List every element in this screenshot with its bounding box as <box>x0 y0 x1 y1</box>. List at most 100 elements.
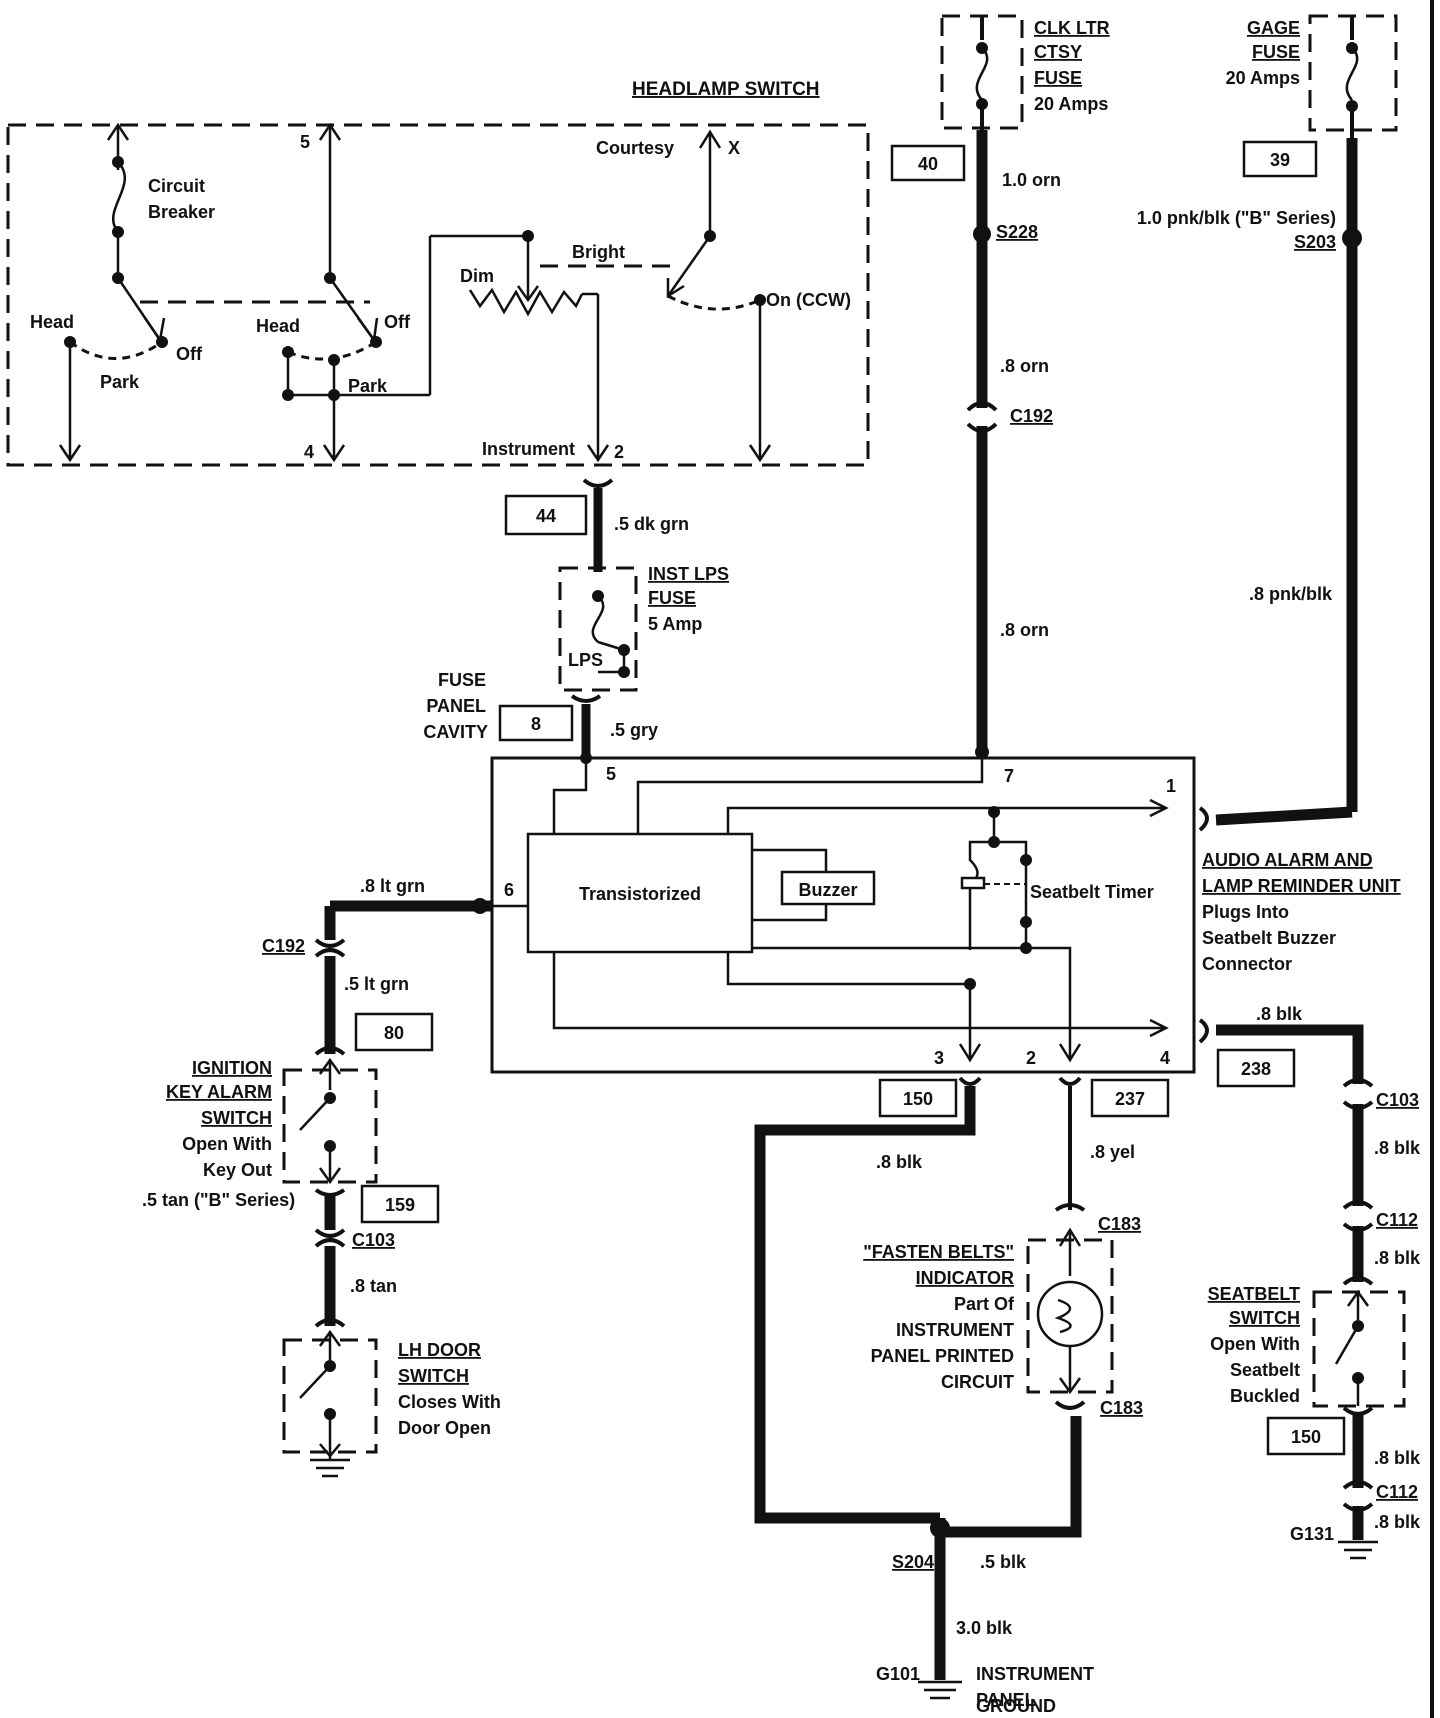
fuse-panel-cavity: FUSE PANEL CAVITY 8 <box>423 670 574 742</box>
gage-fuse-line-1: GAGE <box>1247 18 1300 38</box>
door-title-2: SWITCH <box>398 1366 469 1386</box>
door-title-1: LH DOOR <box>398 1340 481 1360</box>
buzzer-label: Buzzer <box>798 880 857 900</box>
blk-8-r3-label: .8 blk <box>1374 1248 1421 1268</box>
blk-3-label: 3.0 blk <box>956 1618 1013 1638</box>
lt-grn-8-label: .8 lt grn <box>360 876 425 896</box>
g131-label: G131 <box>1290 1524 1334 1544</box>
dim-label: Dim <box>460 266 494 286</box>
cavity-8-box <box>498 704 574 742</box>
circuit-150a-box <box>878 1078 958 1118</box>
fasten-belts-desc-1: Part Of <box>954 1294 1015 1314</box>
park-mid-label: Park <box>348 376 388 396</box>
seatbelt-switch-desc-1: Open With <box>1210 1334 1300 1354</box>
buzzer-block <box>780 870 876 906</box>
circuit-150b-label: 150 <box>1291 1427 1321 1447</box>
circuit-80-label: 80 <box>384 1023 404 1043</box>
circuit-159-box <box>360 1184 440 1224</box>
circuit-237-box <box>1090 1078 1170 1118</box>
unit-pin-6: 6 <box>504 880 514 900</box>
gry-label: .5 gry <box>610 720 658 740</box>
clk-ltr-ctsy-fuse: CLK LTR CTSY FUSE 20 Amps 40 <box>890 14 1110 182</box>
courtesy-label: Courtesy <box>596 138 674 158</box>
ground-line-1: INSTRUMENT <box>976 1664 1094 1684</box>
clk-fuse-line-1: CLK LTR <box>1034 18 1110 38</box>
fuse-panel-line-3: CAVITY <box>423 722 488 742</box>
unit-desc-3: Connector <box>1202 954 1292 974</box>
c192-left-label: C192 <box>262 936 305 956</box>
unit-pin-4: 4 <box>1160 1048 1170 1068</box>
unit-pin-3: 3 <box>934 1048 944 1068</box>
blk-8-r5-label: .8 blk <box>1374 1512 1421 1532</box>
seatbelt-switch-desc-2: Seatbelt <box>1230 1360 1300 1380</box>
headlamp-switch-box <box>6 123 870 467</box>
inst-fuse-line-1: INST LPS <box>648 564 729 584</box>
pnk-blk-8-label: .8 pnk/blk <box>1249 584 1333 604</box>
orn-8a-label: .8 orn <box>1000 356 1049 376</box>
bottom-circuit: 150 .8 blk 237 .8 yel C183 "FASTEN BELTS… <box>754 1076 1170 1710</box>
s204-label: S204 <box>892 1552 934 1572</box>
door-desc-1: Closes With <box>398 1392 501 1412</box>
orn-8b-label: .8 orn <box>1000 620 1049 640</box>
circuit-40-box <box>890 144 966 182</box>
orange-wire: 1.0 orn S228 .8 orn C192 .8 orn <box>966 130 1061 759</box>
indicator-lamp-icon <box>1036 1280 1104 1348</box>
on-ccw-label: On (CCW) <box>766 290 851 310</box>
blk-8-r2-label: .8 blk <box>1374 1138 1421 1158</box>
unit-pin-5: 5 <box>606 764 616 784</box>
inst-lps-fuse: 44 .5 dk grn LPS INST LPS FUSE 5 Amp .5 … <box>504 478 729 764</box>
pnk-blk-1-label: 1.0 pnk/blk ("B" Series) <box>1137 208 1336 228</box>
seatbelt-switch-desc-3: Buckled <box>1230 1386 1300 1406</box>
yel-8-label: .8 yel <box>1090 1142 1135 1162</box>
unit-pin-1: 1 <box>1166 776 1176 796</box>
gage-fuse: GAGE FUSE 20 Amps 39 <box>1226 14 1398 178</box>
unit-title-1: AUDIO ALARM AND <box>1202 850 1373 870</box>
ignition-desc-1: Open With <box>182 1134 272 1154</box>
lps-label: LPS <box>568 650 603 670</box>
circuit-237-label: 237 <box>1115 1089 1145 1109</box>
transistorized-label: Transistorized <box>579 884 701 904</box>
inst-fuse-rating: 5 Amp <box>648 614 702 634</box>
right-circuit: .8 blk 238 C103 .8 blk C112 .8 blk SEATB… <box>1198 1004 1421 1560</box>
c112-top-label: C112 <box>1376 1210 1418 1230</box>
head-left-label: Head <box>30 312 74 332</box>
tan-5-label: .5 tan ("B" Series) <box>142 1190 295 1210</box>
instrument-label: Instrument <box>482 439 575 459</box>
seatbelt-switch-title-1: SEATBELT <box>1208 1284 1300 1304</box>
headlamp-switch: HEADLAMP SWITCH Circuit Breaker Head Par… <box>6 79 870 467</box>
fuse-panel-line-1: FUSE <box>438 670 486 690</box>
circuit-80-box <box>354 1012 434 1052</box>
off-left-label: Off <box>176 344 203 364</box>
pin-2-label: 2 <box>614 442 624 462</box>
clk-fuse-rating: 20 Amps <box>1034 94 1108 114</box>
fasten-belts-desc-4: CIRCUIT <box>941 1372 1014 1392</box>
s203-label: S203 <box>1294 232 1336 252</box>
unit-title-2: LAMP REMINDER UNIT <box>1202 876 1401 896</box>
lt-grn-5-label: .5 lt grn <box>344 974 409 994</box>
c183-bot-label: C183 <box>1100 1398 1143 1418</box>
ignition-title-3: SWITCH <box>201 1108 272 1128</box>
unit-desc-2: Seatbelt Buzzer <box>1202 928 1336 948</box>
gage-fuse-line-2: FUSE <box>1252 42 1300 62</box>
bright-label: Bright <box>572 242 625 262</box>
park-left-label: Park <box>100 372 140 392</box>
dk-grn-label: .5 dk grn <box>614 514 689 534</box>
fasten-belts-desc-3: PANEL PRINTED <box>871 1346 1014 1366</box>
seatbelt-switch-title-2: SWITCH <box>1229 1308 1300 1328</box>
circuit-238-box <box>1216 1048 1296 1088</box>
ground-line-2: PANEL <box>976 1690 1036 1710</box>
audio-alarm-unit: 5 7 1 6 4 3 2 Transistorized Buzzer Seat… <box>490 756 1401 1074</box>
seatbelt-timer-label: Seatbelt Timer <box>1030 882 1154 902</box>
tan-8-label: .8 tan <box>350 1276 397 1296</box>
c183-top-label: C183 <box>1098 1214 1141 1234</box>
circuit-150b-box <box>1266 1416 1346 1456</box>
ignition-title-2: KEY ALARM <box>166 1082 272 1102</box>
ignition-desc-2: Key Out <box>203 1160 272 1180</box>
clk-fuse-line-2: CTSY <box>1034 42 1082 62</box>
left-circuit: .8 lt grn C192 .5 lt grn 80 IGNITION KEY… <box>142 876 501 1478</box>
unit-pin-2: 2 <box>1026 1048 1036 1068</box>
circuit-breaker-label-1: Circuit <box>148 176 205 196</box>
fasten-belts-title-2: INDICATOR <box>916 1268 1014 1288</box>
circuit-44-box <box>504 494 588 536</box>
